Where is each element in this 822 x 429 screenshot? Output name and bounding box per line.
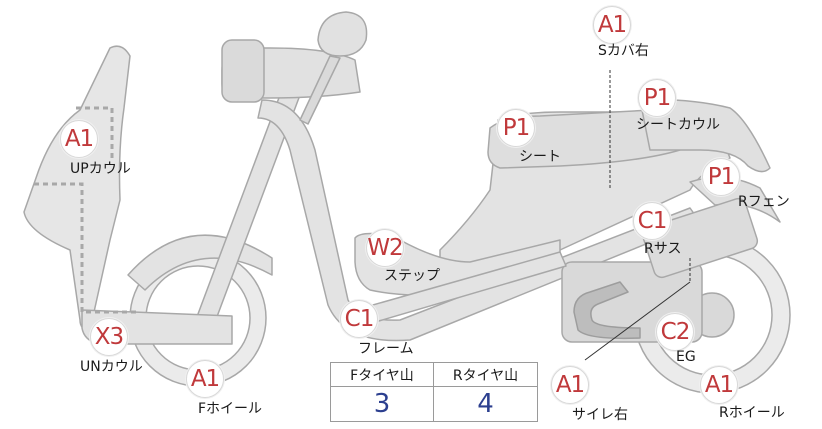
- r-wheel-label: Rホイール: [719, 402, 785, 422]
- seat-label: シート: [519, 146, 561, 166]
- headlight: [222, 40, 264, 102]
- seat-cowl-label: シートカウル: [636, 114, 720, 134]
- un-cowl-grade-badge: X3: [90, 318, 128, 356]
- r-sus-label: Rサス: [644, 238, 681, 258]
- up-cowl-grade-badge: A1: [60, 120, 98, 158]
- r-fender-grade-badge: P1: [702, 158, 740, 196]
- s-cover-grade-badge: A1: [593, 6, 631, 44]
- mirror: [318, 12, 367, 56]
- eg-grade-badge: C2: [656, 313, 694, 351]
- seat-cowl-grade-badge: P1: [638, 79, 676, 117]
- eg-label: EG: [676, 349, 696, 365]
- r-fender-label: Rフェン: [738, 191, 790, 211]
- f-wheel-grade-badge: A1: [186, 360, 224, 398]
- frame-label: フレーム: [358, 338, 414, 358]
- seat-grade-badge: P1: [497, 109, 535, 147]
- rear-tire-header: Rタイヤ山: [434, 363, 537, 387]
- r-wheel-grade-badge: A1: [700, 366, 738, 404]
- un-cowl-label: UNカウル: [80, 356, 143, 376]
- r-sus-grade-badge: C1: [633, 202, 671, 240]
- step-grade-badge: W2: [366, 229, 404, 267]
- up-cowl-label: UPカウル: [70, 158, 131, 178]
- muffler-right-label: サイレ右: [572, 404, 628, 424]
- up-cowl-shape: [24, 46, 130, 330]
- rear-tire-value: 4: [434, 387, 537, 421]
- front-tire-header: Fタイヤ山: [331, 363, 434, 387]
- s-cover-label: Sカバ右: [598, 40, 649, 60]
- muffler-right-grade-badge: A1: [551, 366, 589, 404]
- front-tire-value: 3: [331, 387, 434, 421]
- step-label: ステップ: [384, 265, 440, 285]
- frame-grade-badge: C1: [340, 300, 378, 338]
- f-wheel-label: Fホイール: [198, 398, 262, 418]
- tire-tread-table: Fタイヤ山 Rタイヤ山 3 4: [330, 362, 538, 422]
